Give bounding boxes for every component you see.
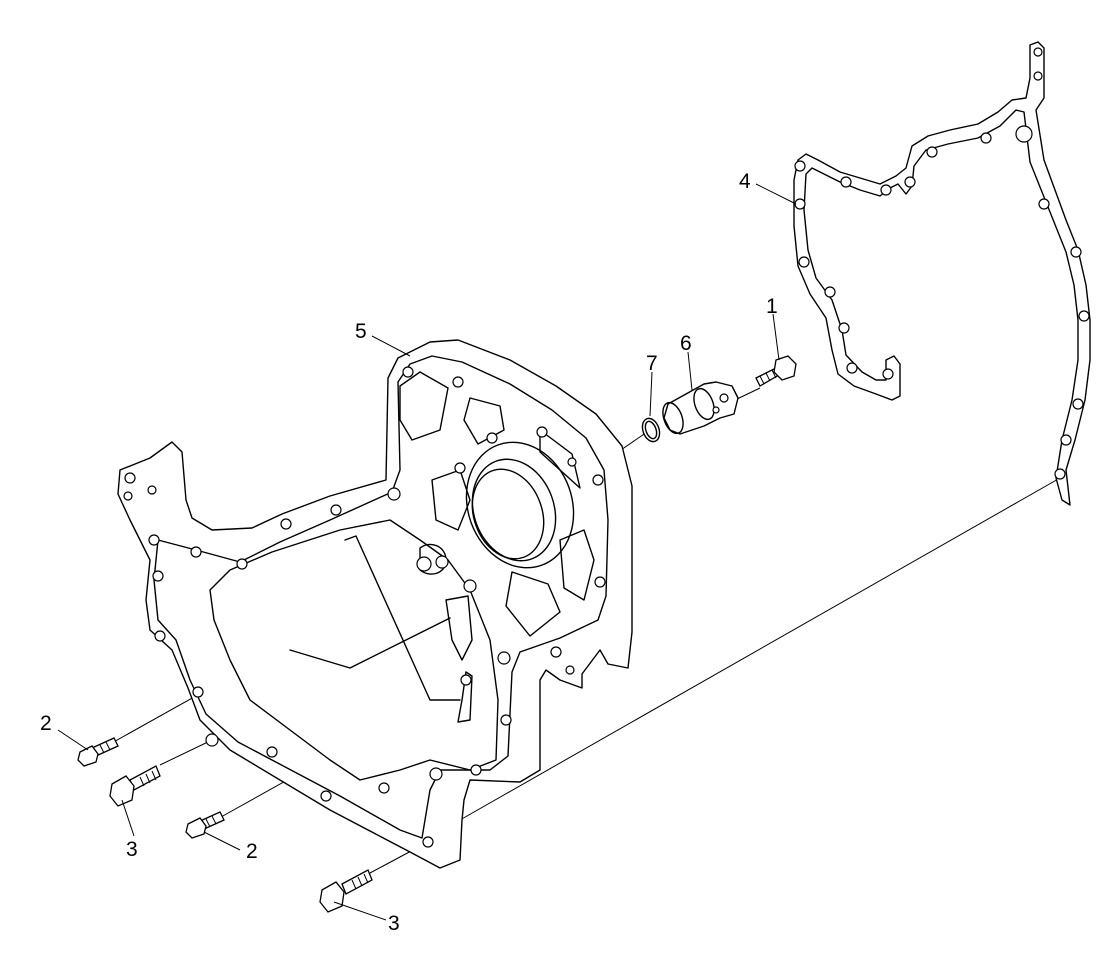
bolt-part-2a	[77, 737, 119, 767]
gasket-icon	[793, 41, 1091, 506]
callout-6: 6	[680, 332, 692, 355]
bolt-part-1	[755, 355, 797, 387]
bolt-part-3b	[319, 869, 373, 913]
sensor-part	[662, 381, 739, 435]
hex-flange-bolt-icon	[109, 775, 135, 807]
housing-part	[117, 339, 633, 869]
callout-2b: 2	[246, 840, 258, 863]
callout-leaders	[57, 183, 797, 921]
o-ring-icon	[641, 417, 661, 443]
bolt-part-2b	[185, 811, 225, 839]
callout-3a: 3	[126, 838, 138, 861]
callout-7: 7	[646, 352, 658, 375]
callout-2a: 2	[40, 712, 52, 735]
hex-flange-bolt-icon	[319, 881, 345, 913]
callout-5: 5	[355, 320, 367, 343]
housing-cover-icon	[117, 339, 633, 869]
callout-1: 1	[766, 295, 778, 318]
callouts: 1 6 7 4 5 2 3 2 3	[40, 170, 778, 935]
o-ring-part	[641, 417, 661, 443]
callout-4: 4	[739, 170, 751, 193]
sensor-icon	[663, 381, 739, 435]
gasket-part	[793, 41, 1091, 506]
bolt-part-3a	[109, 765, 161, 807]
callout-3b: 3	[388, 912, 400, 935]
flange-bolt-icon	[185, 817, 207, 839]
